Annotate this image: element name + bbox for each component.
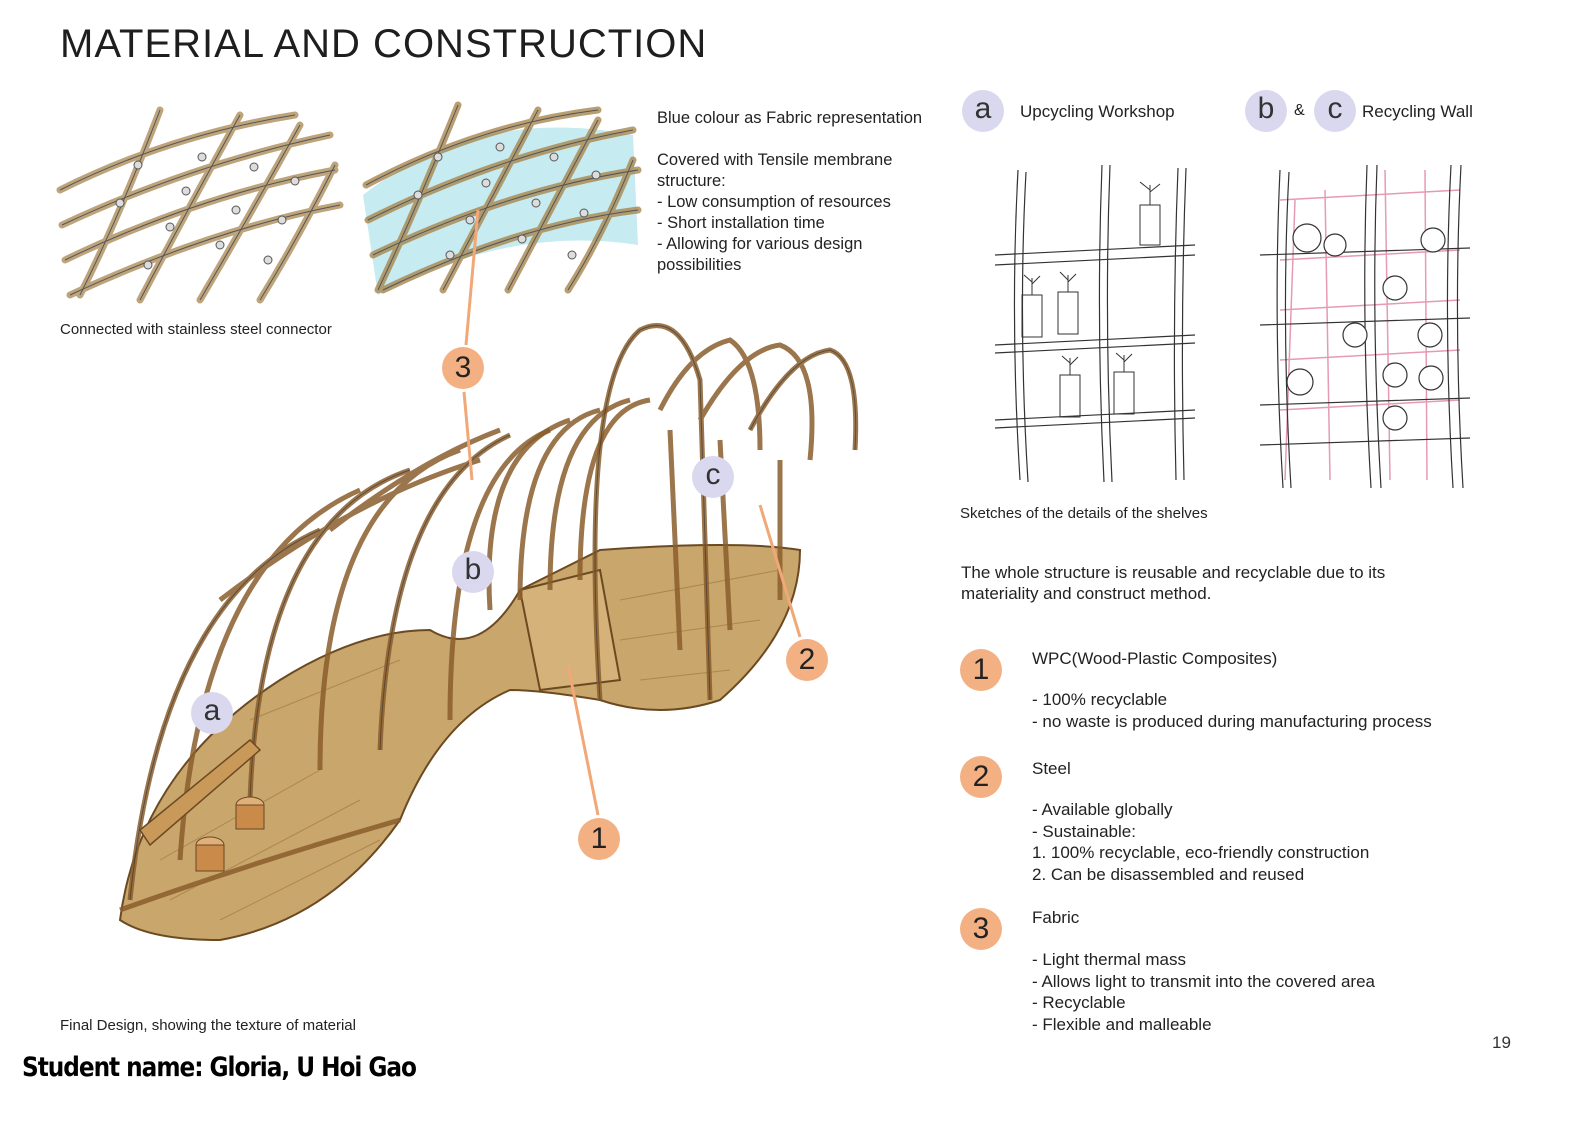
fabric-note-bullet: - Short installation time	[657, 214, 825, 232]
material-line: - Available globally	[1032, 800, 1173, 819]
legend-label-bc: Recycling Wall	[1362, 102, 1473, 121]
marker-3: 3	[442, 347, 484, 389]
marker-c: c	[692, 456, 734, 498]
shelves-caption: Sketches of the details of the shelves	[960, 505, 1208, 522]
shelf-sketch-workshop	[994, 164, 1196, 483]
page-title: MATERIAL AND CONSTRUCTION	[60, 22, 708, 66]
material-name-fabric: Fabric	[1032, 908, 1080, 927]
summary-text: The whole structure is reusable and recy…	[961, 562, 1385, 604]
final-design-caption: Final Design, showing the texture of mat…	[60, 1017, 356, 1034]
material-line: - Light thermal mass	[1032, 950, 1186, 969]
fabric-note-heading: Covered with Tensile membrane	[657, 151, 893, 169]
fabric-note: Blue colour as Fabric representation Cov…	[657, 108, 922, 276]
material-line: - Recyclable	[1032, 993, 1126, 1012]
lattice-sketch-plain	[56, 106, 344, 304]
material-line: 1. 100% recyclable, eco-friendly constru…	[1032, 843, 1370, 862]
material-name-wpc: WPC(Wood-Plastic Composites)	[1032, 649, 1278, 668]
fabric-note-bullet: possibilities	[657, 256, 742, 274]
lattice-sketch-fabric	[362, 101, 642, 295]
legend-badge-a: a	[962, 90, 1004, 132]
material-list-fabric: - Light thermal mass - Allows light to t…	[1032, 949, 1375, 1035]
legend-badge-b: b	[1245, 90, 1287, 132]
legend-ampersand: &	[1294, 102, 1305, 119]
marker-1: 1	[578, 818, 620, 860]
summary-line: The whole structure is reusable and recy…	[961, 563, 1386, 582]
marker-b: b	[452, 551, 494, 593]
connector-caption: Connected with stainless steel connector	[60, 321, 332, 338]
page-number: 19	[1492, 1033, 1511, 1052]
material-name-steel: Steel	[1032, 759, 1071, 778]
material-line: - Allows light to transmit into the cove…	[1032, 971, 1375, 991]
summary-line: materiality and construct method.	[961, 584, 1212, 603]
fabric-note-bullet: - Low consumption of resources	[657, 193, 891, 211]
marker-2: 2	[786, 639, 828, 681]
legend-label-a: Upcycling Workshop	[1020, 102, 1175, 121]
student-name: Student name: Gloria, U Hoi Gao	[22, 1052, 417, 1083]
material-line: - 100% recyclable	[1032, 690, 1168, 709]
fabric-note-bullet: - Allowing for various design	[657, 235, 863, 253]
material-badge-1: 1	[960, 649, 1002, 691]
material-line: - no waste is produced during manufactur…	[1032, 711, 1432, 731]
material-line: 2. Can be disassembled and reused	[1032, 864, 1305, 884]
fabric-note-line1: Blue colour as Fabric representation	[657, 109, 923, 127]
material-badge-2: 2	[960, 756, 1002, 798]
fabric-note-heading: structure:	[657, 172, 726, 190]
material-line: - Sustainable:	[1032, 821, 1136, 841]
shelf-sketch-recycling	[1259, 164, 1471, 489]
material-badge-3: 3	[960, 908, 1002, 950]
legend-badge-c: c	[1314, 90, 1356, 132]
marker-a: a	[191, 692, 233, 734]
material-line: - Flexible and malleable	[1032, 1014, 1212, 1034]
material-list-steel: - Available globally - Sustainable: 1. 1…	[1032, 799, 1369, 885]
material-list-wpc: - 100% recyclable - no waste is produced…	[1032, 689, 1432, 732]
